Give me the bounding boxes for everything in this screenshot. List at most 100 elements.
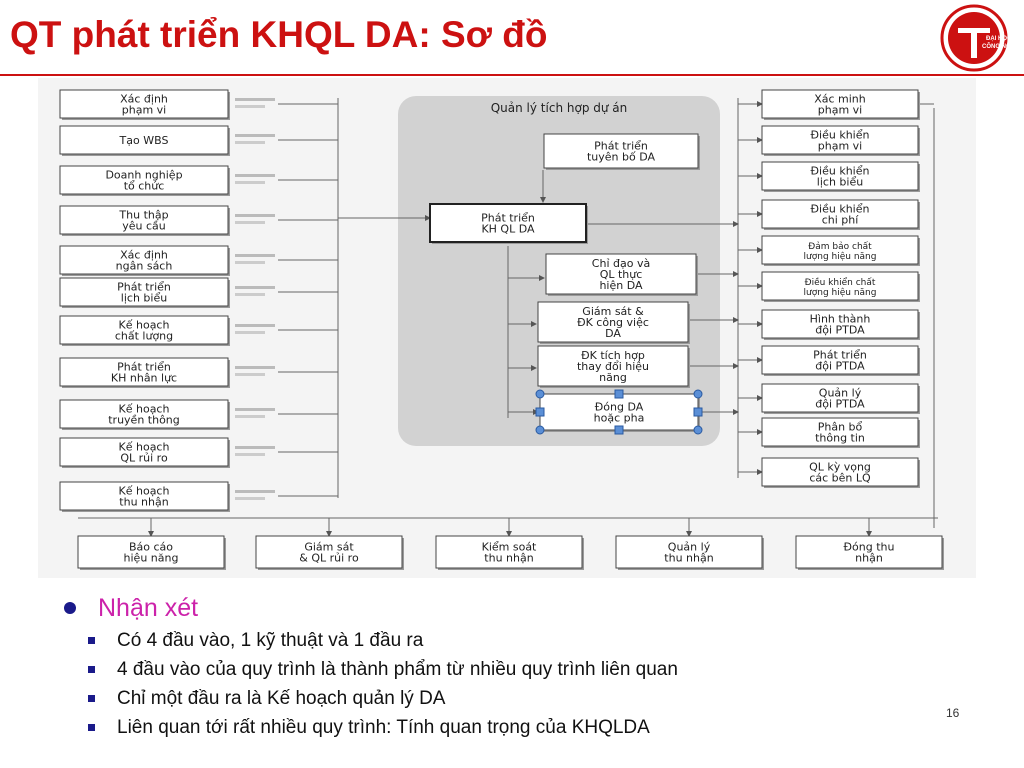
right-process-box-frame [761, 457, 919, 487]
bottom-process-box-label: nhận [855, 552, 883, 565]
selection-handle[interactable] [693, 407, 703, 417]
annotation-mark [235, 261, 265, 264]
selection-handle[interactable] [535, 407, 545, 417]
note-item: Liên quan tới rất nhiều quy trình: Tính … [88, 713, 960, 742]
center-process-box-frame [537, 345, 689, 387]
bottom-process-box-label: Đóng thu [844, 541, 895, 554]
note-item: Chỉ một đầu ra là Kế hoạch quản lý DA [88, 684, 960, 713]
annotation-mark [235, 98, 275, 101]
right-process-box-frame [761, 417, 919, 447]
square-bullet-icon [88, 695, 95, 702]
left-process-box-frame [59, 205, 229, 235]
annotation-mark [235, 221, 265, 224]
right-process-box-label: lịch biểu [817, 176, 863, 189]
right-process-box-label: phạm vi [818, 140, 862, 153]
bottom-process-box-label: Kiểm soát [482, 541, 537, 554]
center-process-box-label: ĐK tích hợp [581, 349, 645, 362]
right-process-box-label: Điều khiển [811, 203, 870, 216]
bottom-process-box-frame [615, 535, 763, 569]
selection-handle[interactable] [614, 389, 624, 399]
right-process-box-frame [761, 383, 919, 413]
left-process-box-frame [59, 399, 229, 429]
right-process-box-frame [761, 89, 919, 119]
left-process-box-label: KH nhân lực [111, 372, 177, 385]
annotation-mark [235, 293, 265, 296]
annotation-mark [235, 408, 275, 411]
selection-handle[interactable] [693, 425, 703, 435]
left-process-box-label: ngân sách [116, 260, 173, 273]
selection-handle[interactable] [535, 425, 545, 435]
integration-management-title: Quản lý tích hợp dự án [491, 101, 628, 115]
annotation-mark [235, 497, 265, 500]
annotation-mark [235, 324, 275, 327]
left-process-box-label: thu nhận [119, 496, 168, 509]
selection-handle[interactable] [535, 389, 545, 399]
left-process-box-label: Xác định [120, 249, 168, 262]
left-process-box-frame [59, 89, 229, 119]
bottom-process-box-frame [435, 535, 583, 569]
right-process-box-label: Điều khiển [811, 165, 870, 178]
right-process-box-label: Hình thành [810, 313, 871, 326]
annotation-mark [235, 286, 275, 289]
right-process-box-frame [761, 345, 919, 375]
notes-heading: Nhận xét [60, 590, 960, 626]
bottom-process-box-label: & QL rủi ro [299, 552, 359, 565]
right-process-box-label: Quản lý [819, 387, 862, 400]
note-item-text: Chỉ một đầu ra là Kế hoạch quản lý DA [117, 687, 446, 709]
square-bullet-icon [88, 666, 95, 673]
right-process-box-label: Phát triển [813, 349, 867, 362]
note-item: 4 đầu vào của quy trình là thành phẩm từ… [88, 655, 960, 684]
right-process-box-label: QL kỳ vọng [809, 461, 871, 474]
center-process-box-label: Phát triển [481, 212, 535, 225]
square-bullet-icon [88, 637, 95, 644]
note-item-text: Liên quan tới rất nhiều quy trình: Tính … [117, 716, 650, 738]
center-process-box-label: DA [605, 327, 621, 340]
bottom-process-box: Giám sát& QL rủi ro [255, 535, 404, 570]
left-process-box-label: Tạo WBS [119, 134, 169, 147]
left-process-box-label: chất lượng [115, 330, 173, 343]
center-process-box-label: hiện DA [599, 279, 643, 292]
left-process-box-label: Phát triển [117, 281, 171, 294]
selection-handle[interactable] [614, 425, 624, 435]
left-process-box-frame [59, 277, 229, 307]
annotation-mark [235, 446, 275, 449]
slide-title: QT phát triển KHQL DA: Sơ đồ [10, 14, 548, 55]
annotation-mark [235, 134, 275, 137]
left-process-box-label: lịch biểu [121, 292, 167, 305]
selection-handle[interactable] [693, 389, 703, 399]
annotation-mark [235, 254, 275, 257]
center-process-box-label: Giám sát & [582, 305, 644, 318]
note-item-text: 4 đầu vào của quy trình là thành phẩm từ… [117, 658, 678, 680]
right-process-box-label: Đảm bảo chất [808, 241, 872, 252]
right-process-box-label: Điều khiển [811, 129, 870, 142]
bottom-process-box-frame [795, 535, 943, 569]
right-process-box-frame [761, 161, 919, 191]
annotation-mark [235, 181, 265, 184]
center-process-box-frame [429, 203, 587, 243]
annotation-mark [235, 214, 275, 217]
right-process-box-label: đội PTDA [815, 398, 865, 411]
left-process-box-label: Xác định [120, 93, 168, 106]
left-process-box-label: QL rủi ro [120, 452, 168, 465]
annotation-mark [235, 105, 265, 108]
right-process-box-frame [761, 199, 919, 229]
center-process-box-label: năng [599, 371, 627, 384]
